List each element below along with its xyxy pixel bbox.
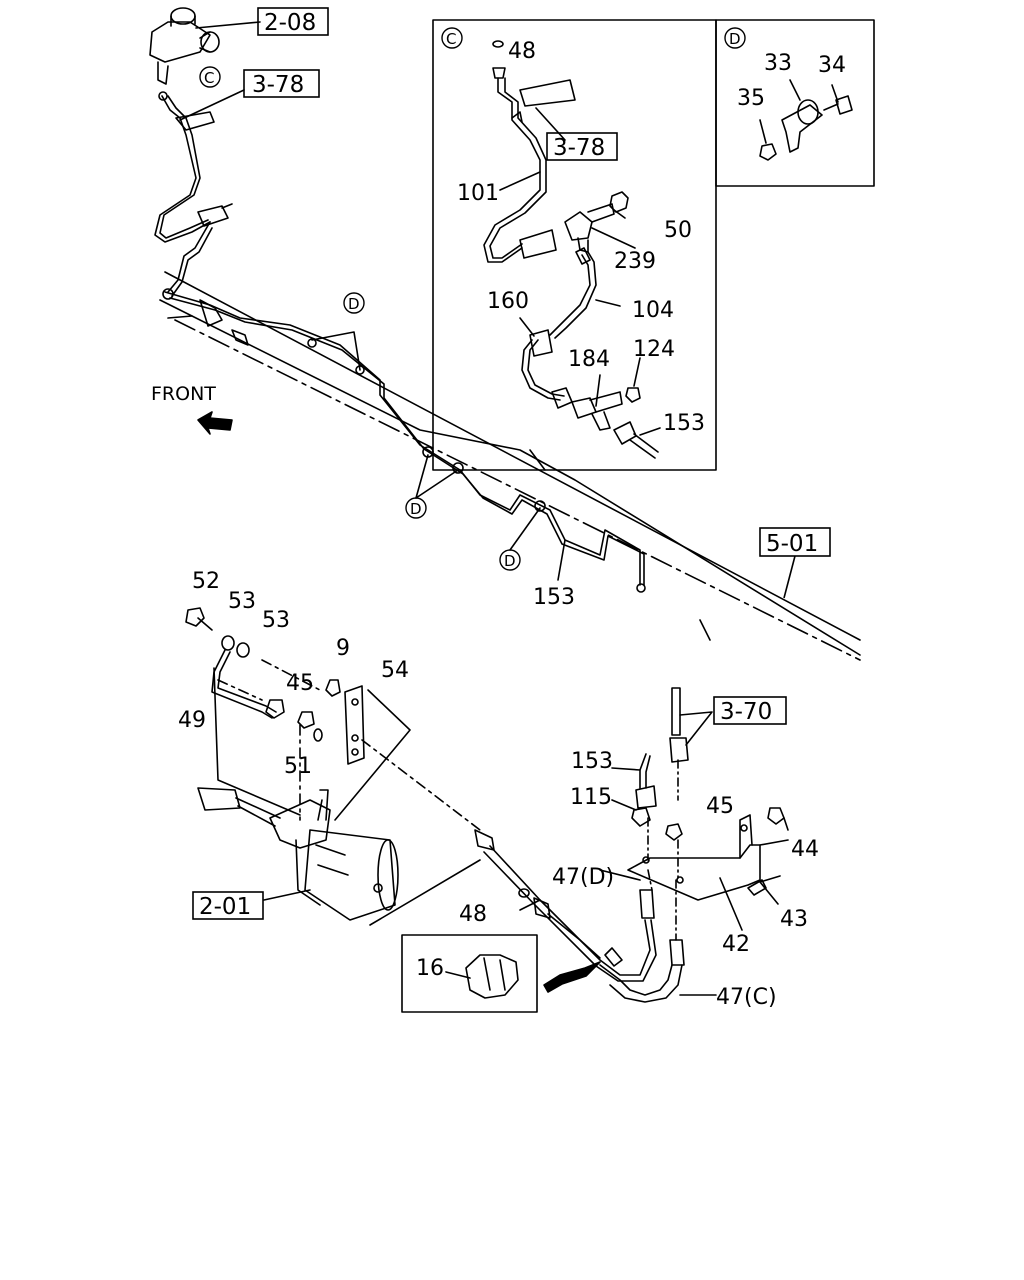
detail-d-parts xyxy=(759,79,853,161)
pipe-153-lower xyxy=(611,753,657,811)
detail-markers: C C D D D D xyxy=(199,27,746,571)
label-184: 184 xyxy=(568,347,610,372)
marker-d-box: D xyxy=(729,30,741,48)
label-34: 34 xyxy=(818,53,846,78)
label-160: 160 xyxy=(487,289,529,314)
detail-c-box xyxy=(432,19,717,471)
ref-3-78-detail: 3-78 xyxy=(553,135,605,161)
label-47d: 47(D) xyxy=(552,865,614,890)
reservoir-tank xyxy=(149,7,261,85)
detail-16-box xyxy=(401,934,538,1013)
detail-d-box xyxy=(715,19,875,187)
label-153-b: 153 xyxy=(571,749,613,774)
label-45-b: 45 xyxy=(706,794,734,819)
brake-hose-lower xyxy=(474,829,717,1003)
label-153-c: 153 xyxy=(663,411,705,436)
label-54: 54 xyxy=(381,658,409,683)
label-48-main: 48 xyxy=(459,902,487,927)
label-52: 52 xyxy=(192,569,220,594)
label-35: 35 xyxy=(737,86,765,111)
marker-d-3: D xyxy=(504,552,516,570)
clip-16 xyxy=(445,954,519,999)
label-104: 104 xyxy=(632,298,674,323)
label-47c: 47(C) xyxy=(716,985,777,1010)
label-42: 42 xyxy=(722,932,750,957)
label-16: 16 xyxy=(416,956,444,981)
label-44: 44 xyxy=(791,837,819,862)
front-label: FRONT xyxy=(151,383,216,405)
marker-c-main: C xyxy=(204,69,214,87)
detail-c-parts xyxy=(483,40,661,459)
label-51: 51 xyxy=(284,754,312,779)
ref-2-01: 2-01 xyxy=(199,894,251,920)
brake-hose-upper xyxy=(154,89,245,297)
bracket-42 xyxy=(627,807,789,931)
ref-3-70: 3-70 xyxy=(720,699,772,725)
label-49: 49 xyxy=(178,708,206,733)
label-9: 9 xyxy=(336,636,350,661)
detail-arrow xyxy=(543,961,601,993)
label-115: 115 xyxy=(570,785,612,810)
ref-5-01: 5-01 xyxy=(766,531,818,557)
reference-boxes: 2-08 3-78 3-78 5-01 3-70 2-01 xyxy=(192,7,831,920)
master-cylinder-assembly xyxy=(185,607,481,926)
label-239: 239 xyxy=(614,249,656,274)
label-50: 50 xyxy=(664,218,692,243)
label-33: 33 xyxy=(764,51,792,76)
detail-d-labels: 33 34 35 xyxy=(737,51,846,111)
ref-2-08: 2-08 xyxy=(264,10,316,36)
label-43: 43 xyxy=(780,907,808,932)
label-53-b: 53 xyxy=(262,608,290,633)
front-arrow xyxy=(197,411,233,435)
detail-c-labels: 48 101 50 239 160 104 184 124 153 xyxy=(457,39,705,436)
label-153-pipe: 153 xyxy=(533,585,575,610)
label-124: 124 xyxy=(633,337,675,362)
label-101: 101 xyxy=(457,181,499,206)
label-48-c: 48 xyxy=(508,39,536,64)
label-53-a: 53 xyxy=(228,589,256,614)
frame-rail xyxy=(159,271,861,661)
marker-d-2: D xyxy=(410,500,422,518)
marker-c-box: C xyxy=(446,30,456,48)
label-45-a: 45 xyxy=(286,671,314,696)
main-labels: 153 52 53 53 9 54 45 49 51 153 115 45 44… xyxy=(178,569,819,1010)
ref-3-78-main: 3-78 xyxy=(252,72,304,98)
brake-pipe-153 xyxy=(162,288,646,593)
marker-d-1: D xyxy=(348,295,360,313)
pipe-3-70 xyxy=(669,687,713,801)
